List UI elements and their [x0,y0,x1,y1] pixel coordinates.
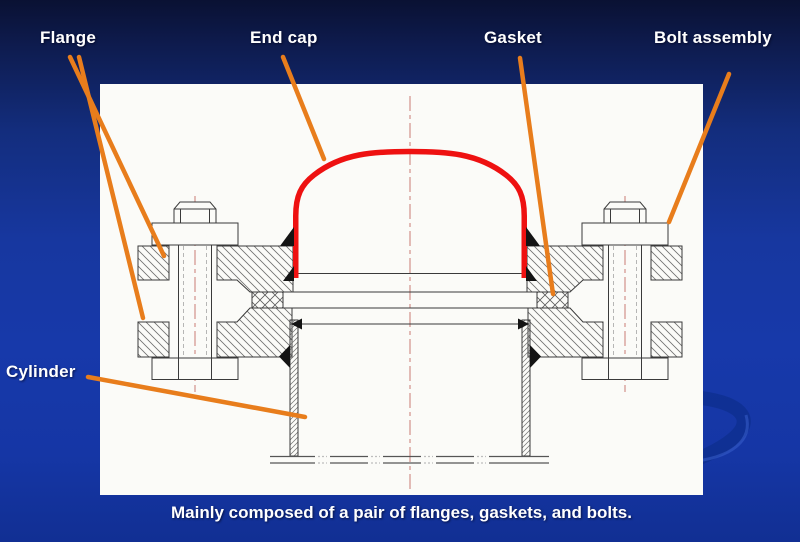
bolt-shank-right [608,245,642,358]
label-end-cap: End cap [250,28,318,47]
weld-cylinder-right-outer [530,345,541,368]
end-cap-leader [280,54,327,162]
weld-cap-left-upper [280,227,294,246]
upper-flange-right-outer [650,245,683,281]
upper-flange-left-outer [137,245,170,281]
gaskets [251,291,569,309]
lower-flange-right-outer [650,321,683,358]
weld-cylinder-left-outer [279,345,290,368]
nut-left [151,357,239,380]
label-bolt-assembly: Bolt assembly [654,28,772,47]
label-flange: Flange [40,28,96,47]
flange-leader-lower [76,54,146,321]
cylinder-wall-left [289,319,299,457]
nut-right [581,357,669,380]
gasket-leader [517,55,556,297]
weld-cylinder-left-inner [291,318,302,330]
bolt-assembly-left [151,201,239,380]
leader-lines [67,54,732,420]
flange-face-lines [250,273,570,325]
weld-symbols [279,227,541,368]
label-cylinder: Cylinder [6,362,76,381]
weld-cylinder-right-inner [518,318,529,330]
weld-cap-right-lower [526,266,537,281]
weld-cap-left-lower [283,266,294,281]
cylinder [270,319,549,464]
flange-cross-sections [137,245,683,358]
gasket-left-section [251,291,284,309]
cylinder-wall-right [521,319,531,457]
bolt-shank-left [178,245,212,358]
cylinder-leader [85,374,308,420]
lower-flange-left-outer [137,321,170,358]
washer-left [151,222,239,246]
end-cap-outline [293,148,527,278]
weld-cap-right-upper [526,227,540,246]
bolt-assembly-right [581,201,669,380]
bolt-assembly-leader [666,71,732,225]
label-gasket: Gasket [484,28,542,47]
washer-right [581,222,669,246]
slide-caption: Mainly composed of a pair of flanges, ga… [171,503,632,522]
cylinder-break-lines [270,455,549,464]
drawing-panel [100,84,703,495]
